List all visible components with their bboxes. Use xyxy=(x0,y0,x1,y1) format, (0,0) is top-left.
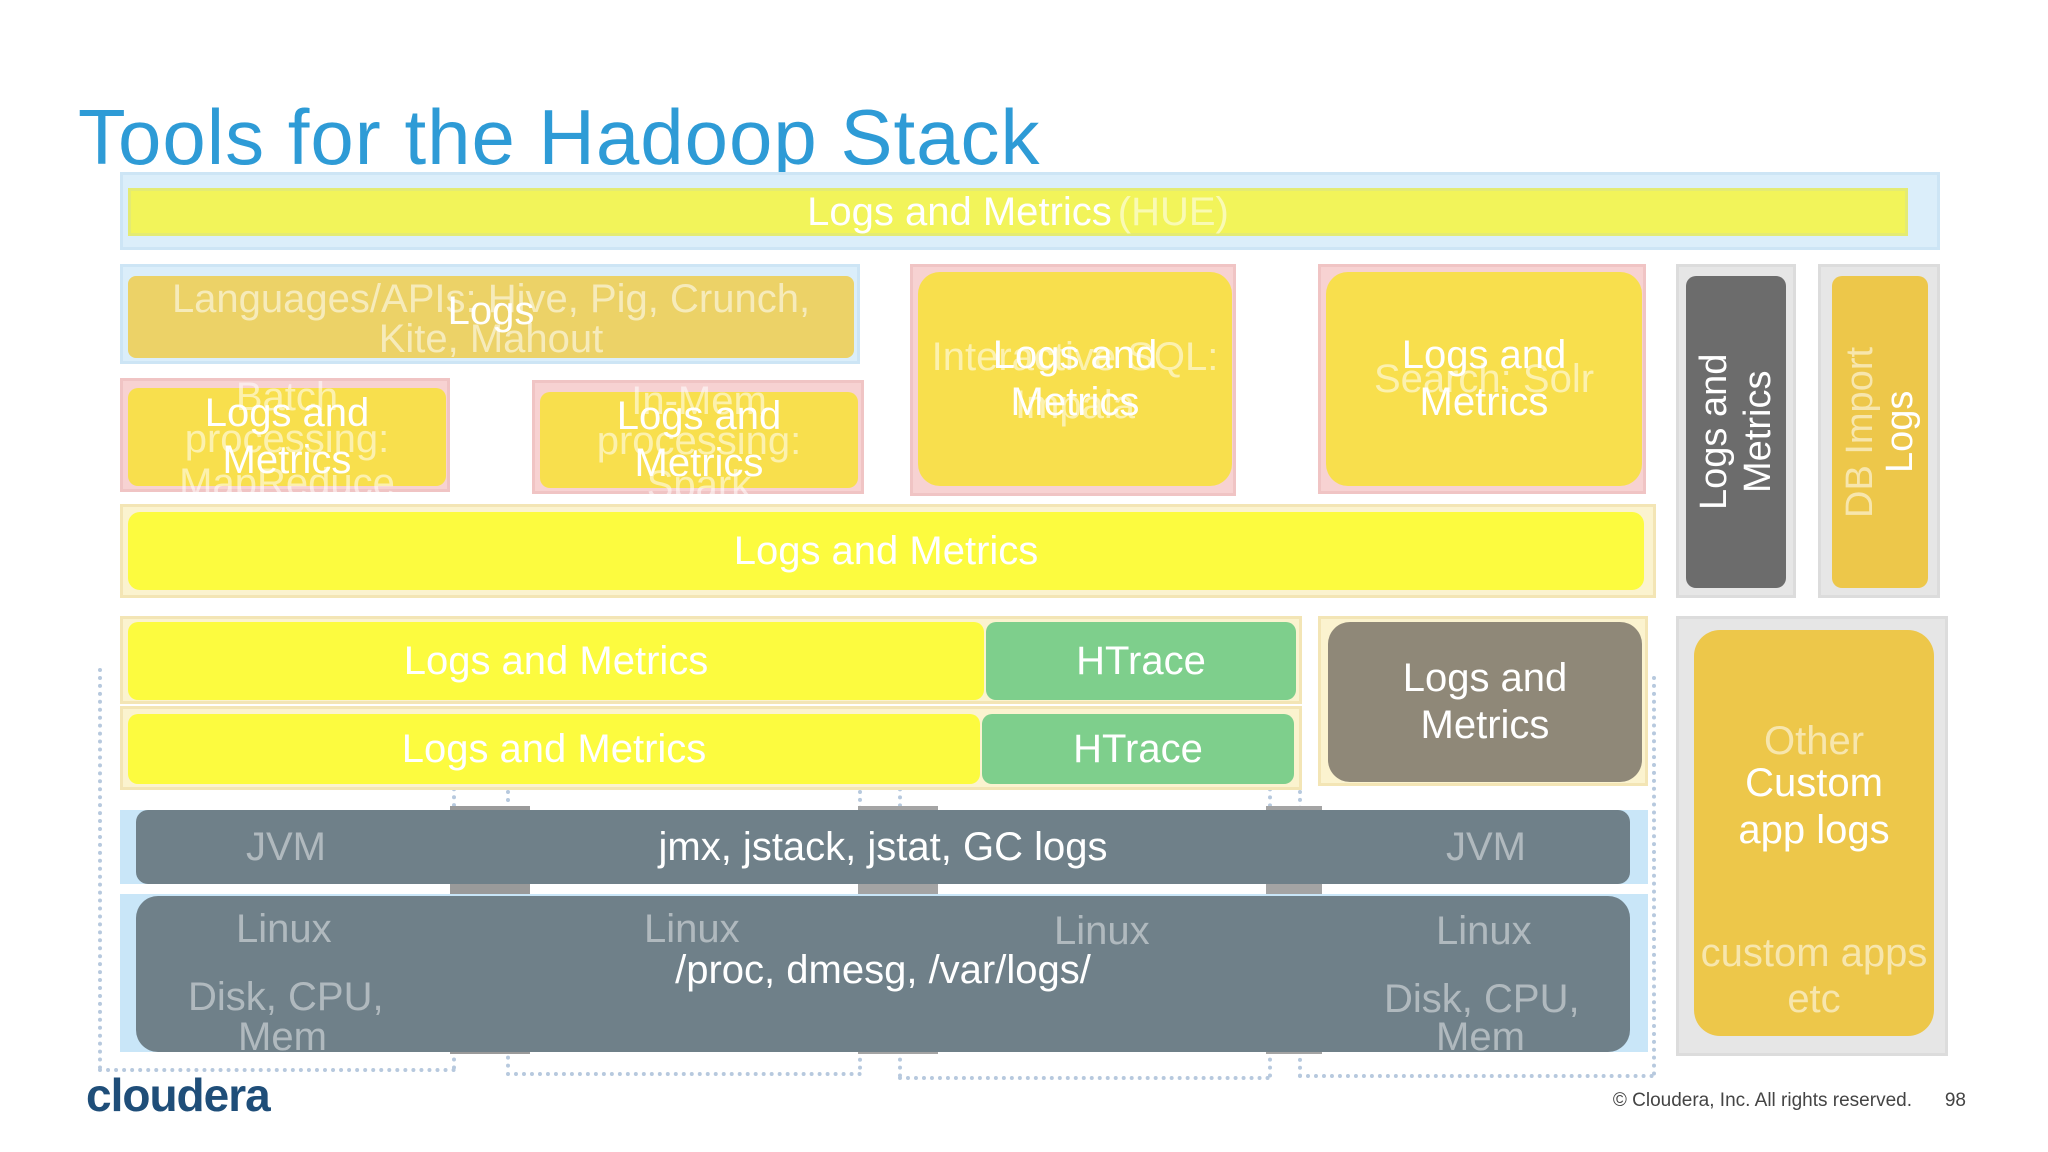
hdfs-htrace: HTrace xyxy=(982,714,1294,784)
machine-outline xyxy=(1298,1074,1654,1078)
machine-outline xyxy=(1652,676,1656,1076)
resource-overlay: Logs and Metrics xyxy=(128,512,1644,590)
page-title: Tools for the Hadoop Stack xyxy=(78,93,1041,181)
copyright-text: © Cloudera, Inc. All rights reserved. xyxy=(1612,1090,1912,1111)
db-import-overlay: DB Import Logs xyxy=(1832,276,1928,588)
batch-overlay: Batch processing: MapReduce Logs and Met… xyxy=(128,375,446,505)
hdfs-overlay: Logs and Metrics xyxy=(128,714,980,784)
languages-overlay: Languages/APIs: Hive, Pig, Crunch, Logs … xyxy=(128,276,854,361)
cloudera-logo: cloudera xyxy=(86,1069,271,1121)
interactive-sql-overlay: Interactive SQL: Impala Logs and Metrics xyxy=(918,272,1232,486)
hbase-overlay: Logs and Metrics xyxy=(128,622,984,700)
other-systems-overlay: Other custom apps etc Custom app logs xyxy=(1694,630,1934,1036)
hbase-htrace: HTrace xyxy=(986,622,1296,700)
machine-outline xyxy=(506,1072,862,1076)
page-number: 98 xyxy=(1944,1090,1966,1111)
inmem-overlay: In-Mem processing: Spark Logs and Metric… xyxy=(540,379,858,507)
search-overlay: Search: Solr Logs and Metrics xyxy=(1326,272,1642,486)
coordination-overlay: Logs and Metrics xyxy=(1328,622,1642,782)
linux-overlay: Linux Linux Linux Linux /proc, dmesg, /v… xyxy=(136,896,1630,1059)
hue-overlay: Logs and Metrics (HUE) xyxy=(128,188,1908,236)
machine-outline xyxy=(98,668,102,1070)
machine-outline xyxy=(898,1076,1270,1080)
machine-outline xyxy=(98,1068,456,1072)
ingest-overlay: Logs and Metrics xyxy=(1686,276,1786,588)
jvm-overlay: JVM jmx, jstack, jstat, GC logs JVM xyxy=(136,810,1630,884)
